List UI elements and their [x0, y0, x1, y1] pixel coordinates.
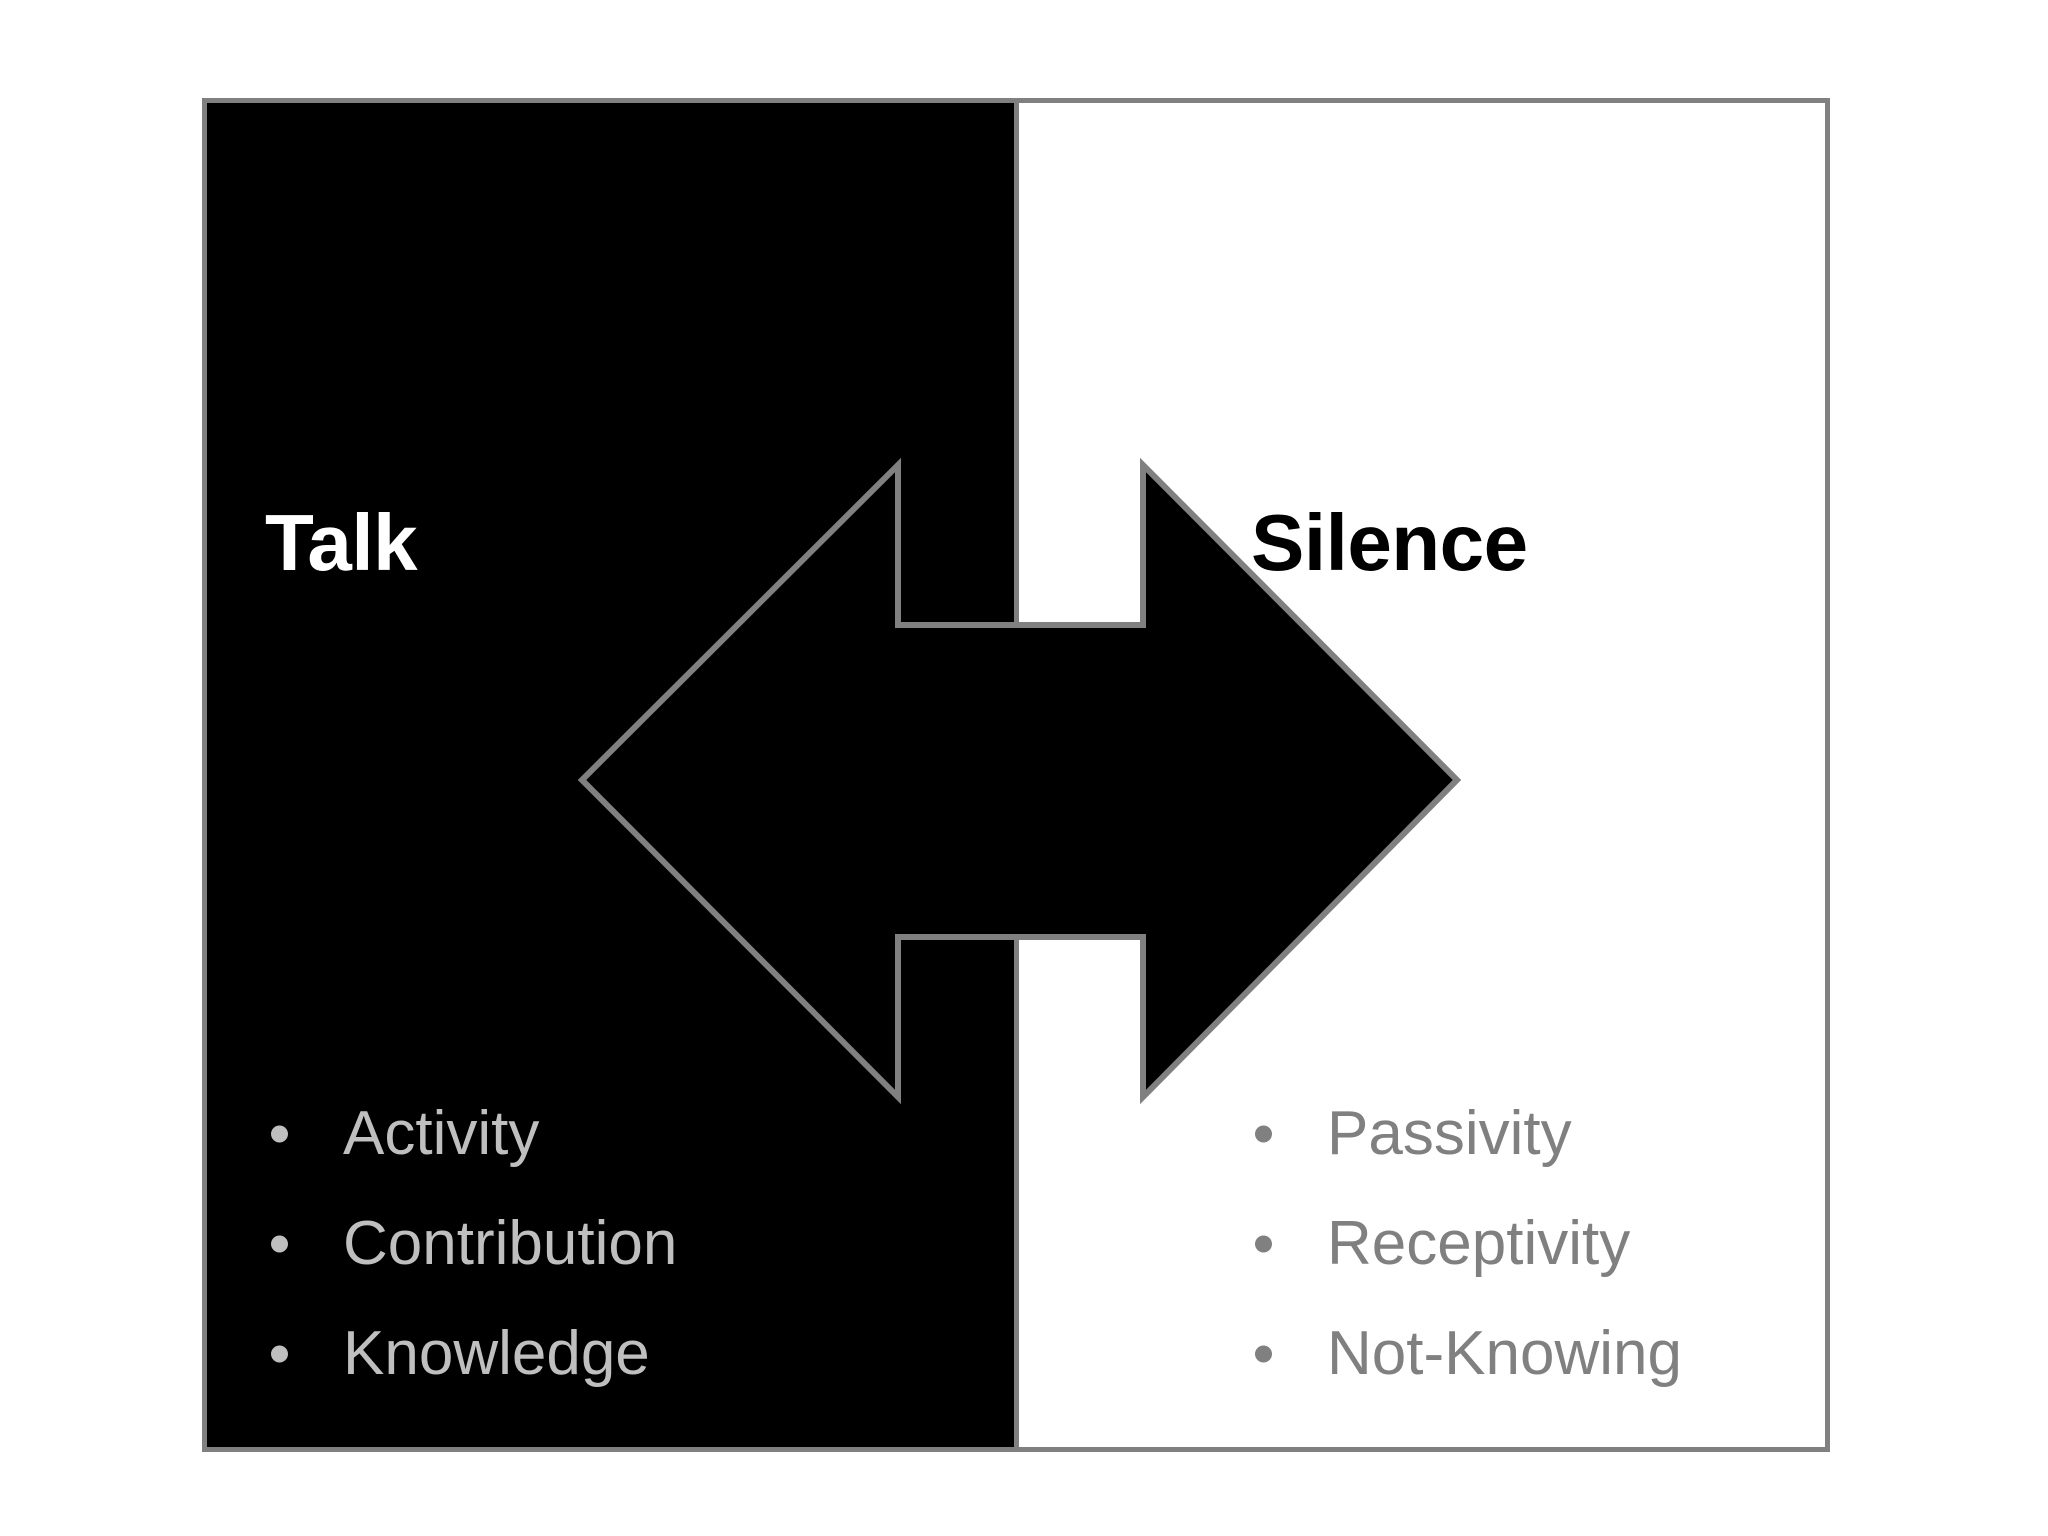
- list-item-label: Passivity: [1327, 1099, 1572, 1168]
- list-item: Not-Knowing: [1249, 1323, 1682, 1385]
- bullet-dot-icon: [271, 1125, 288, 1143]
- panel-silence: Silence Passivity Receptivity Not-Knowin…: [1019, 103, 1825, 1447]
- talk-silence-diagram: Talk Activity Contribution Knowledge Sil…: [202, 98, 1830, 1452]
- list-item: Activity: [265, 1103, 677, 1165]
- panel-talk-heading: Talk: [265, 498, 418, 587]
- panel-talk-bullet-list: Activity Contribution Knowledge: [265, 1103, 677, 1385]
- bullet-dot-icon: [1255, 1345, 1272, 1363]
- list-item-label: Contribution: [343, 1209, 678, 1278]
- bullet-dot-icon: [271, 1235, 288, 1253]
- panel-talk: Talk Activity Contribution Knowledge: [207, 103, 1014, 1447]
- bullet-dot-icon: [271, 1345, 288, 1363]
- list-item-label: Receptivity: [1327, 1209, 1631, 1278]
- list-item-label: Activity: [343, 1099, 540, 1168]
- list-item-label: Not-Knowing: [1327, 1319, 1682, 1388]
- bullet-dot-icon: [1255, 1125, 1272, 1143]
- list-item-label: Knowledge: [343, 1319, 650, 1388]
- bullet-dot-icon: [1255, 1235, 1272, 1253]
- panel-silence-bullet-list: Passivity Receptivity Not-Knowing: [1249, 1103, 1682, 1385]
- panel-divider: [1014, 103, 1019, 1447]
- list-item: Receptivity: [1249, 1213, 1682, 1275]
- list-item: Contribution: [265, 1213, 677, 1275]
- list-item: Passivity: [1249, 1103, 1682, 1165]
- list-item: Knowledge: [265, 1323, 677, 1385]
- panel-silence-heading: Silence: [1251, 498, 1528, 587]
